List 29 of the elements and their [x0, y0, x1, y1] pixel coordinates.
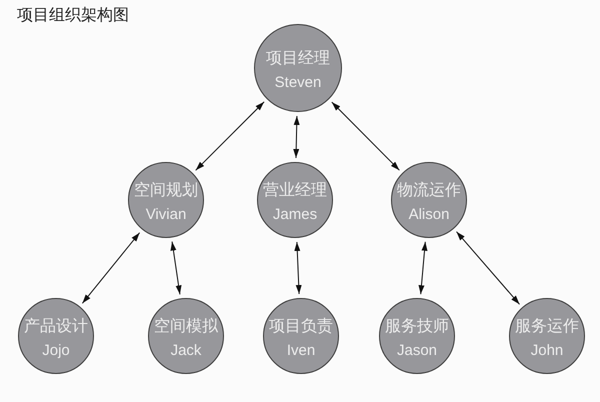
person-name: Jack: [170, 341, 202, 361]
circle-node: [128, 162, 204, 238]
role-text: 物流运作: [397, 181, 461, 201]
arrow: [418, 241, 428, 295]
arrow: [294, 242, 302, 294]
arrow: [331, 102, 400, 171]
role-text: 空间规划: [134, 181, 198, 201]
arrow: [195, 101, 265, 171]
person-name: John: [530, 341, 564, 361]
arrow: [170, 241, 182, 295]
role-text: 服务运作: [515, 317, 579, 337]
role-text: 服务技师: [385, 317, 449, 337]
person-name: Vivian: [146, 205, 186, 225]
person-name: Alison: [408, 205, 450, 225]
person-name: Steven: [274, 73, 322, 93]
role-text: 空间模拟: [154, 317, 218, 337]
role-text: 项目负责: [269, 317, 333, 337]
role-text: 项目经理: [266, 49, 330, 69]
arrow: [293, 116, 300, 158]
role-text: 营业经理: [263, 181, 327, 201]
person-name: Jojo: [42, 341, 70, 361]
person-name: Jason: [396, 341, 438, 361]
arrow: [82, 232, 140, 304]
circle-node: [391, 162, 467, 238]
arrow: [456, 231, 520, 305]
person-name: Iven: [286, 341, 316, 361]
person-name: James: [272, 205, 318, 225]
title: 项目组织架构图: [17, 6, 129, 26]
role-text: 产品设计: [24, 317, 88, 337]
